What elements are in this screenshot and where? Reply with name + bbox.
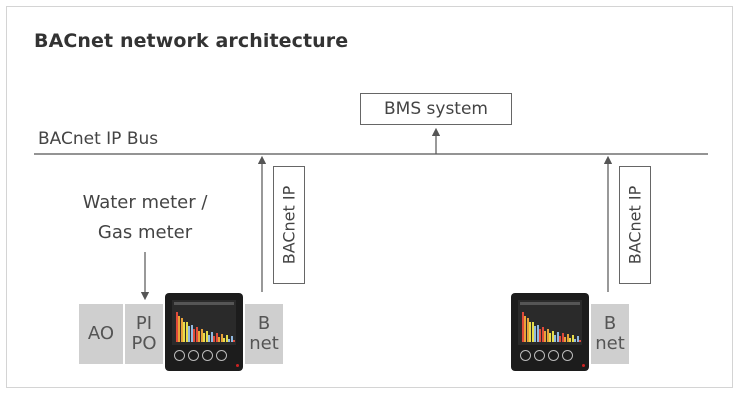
device-screen-chart [520,302,581,342]
screen-bar [577,336,579,342]
screen-bar [201,329,203,342]
screen-bar [188,326,190,342]
screen-bar [547,329,549,342]
device-button [174,350,185,361]
right-bacnet-ip-box: BACnet IP [619,166,651,284]
screen-bar [549,333,551,342]
screen-bar [228,339,230,342]
right-bacnet-ip-label: BACnet IP [625,185,645,265]
screen-bar [203,333,205,342]
screen-bar [183,322,185,342]
screen-bar [191,325,193,342]
bus-label: BACnet IP Bus [38,129,159,149]
screen-bar [233,340,235,342]
left-power-meter-device [165,293,243,371]
right-bnet-module: B net [591,304,629,364]
right-bnet-net-label: net [595,333,625,354]
screen-bar [193,329,195,342]
meter-label: Water meter / Gas meter [55,188,235,248]
screen-bar [579,340,581,342]
screen-bar [534,326,536,342]
screen-bar [216,333,218,342]
po-label: PO [131,333,157,354]
meter-label-line2: Gas meter [97,222,193,243]
screen-bar [218,337,220,342]
screen-bar [198,331,200,342]
screen-bar [176,312,178,342]
device-led [582,364,585,367]
pi-label: PI [135,313,153,334]
diagram-title: BACnet network architecture [34,30,349,52]
screen-bar [542,327,544,342]
ao-module: AO [79,304,123,364]
device-screen-chart [174,302,235,342]
screen-bar [226,335,228,342]
ao-label: AO [87,323,115,344]
left-bacnet-ip-box: BACnet IP [273,166,305,284]
pi-po-module: PI PO [125,304,163,364]
device-button [188,350,199,361]
screen-bar [206,331,208,342]
screen-bar [231,336,233,342]
left-bnet-b-label: B [257,313,271,334]
left-bacnet-ip-label: BACnet IP [279,185,299,265]
device-button [216,350,227,361]
right-power-meter-device [511,293,589,371]
left-bnet-module: B net [245,304,283,364]
screen-bar [567,334,569,342]
screen-bar [213,336,215,342]
screen-bar [537,325,539,342]
screen-bar [574,339,576,342]
screen-bar [569,338,571,342]
screen-bar [557,332,559,342]
bms-system-box: BMS system [360,93,512,125]
device-button [520,350,531,361]
screen-bar [529,322,531,342]
screen-bar [208,335,210,342]
screen-bar [554,335,556,342]
screen-bar [211,332,213,342]
screen-bar [527,318,529,342]
screen-bar [186,322,188,342]
device-button [562,350,573,361]
screen-header [520,302,580,305]
screen-bar [544,331,546,342]
screen-bar [221,334,223,342]
device-button [548,350,559,361]
screen-bar [181,318,183,342]
screen-bar [564,337,566,342]
left-bnet-net-label: net [249,333,279,354]
screen-bar [539,329,541,342]
device-button [202,350,213,361]
screen-bar [522,312,524,342]
bms-system-label: BMS system [384,99,488,119]
right-bnet-b-label: B [603,313,617,334]
screen-bar [562,333,564,342]
device-screen [518,300,582,345]
screen-bar [223,338,225,342]
screen-bar [524,316,526,342]
device-led [236,364,239,367]
screen-bar [532,322,534,342]
screen-header [174,302,234,305]
device-button [534,350,545,361]
screen-bar [196,327,198,342]
screen-bar [572,335,574,342]
meter-label-line1: Water meter / [82,192,208,213]
device-screen [172,300,236,345]
screen-bar [552,331,554,342]
screen-bar [178,316,180,342]
screen-bar [559,336,561,342]
